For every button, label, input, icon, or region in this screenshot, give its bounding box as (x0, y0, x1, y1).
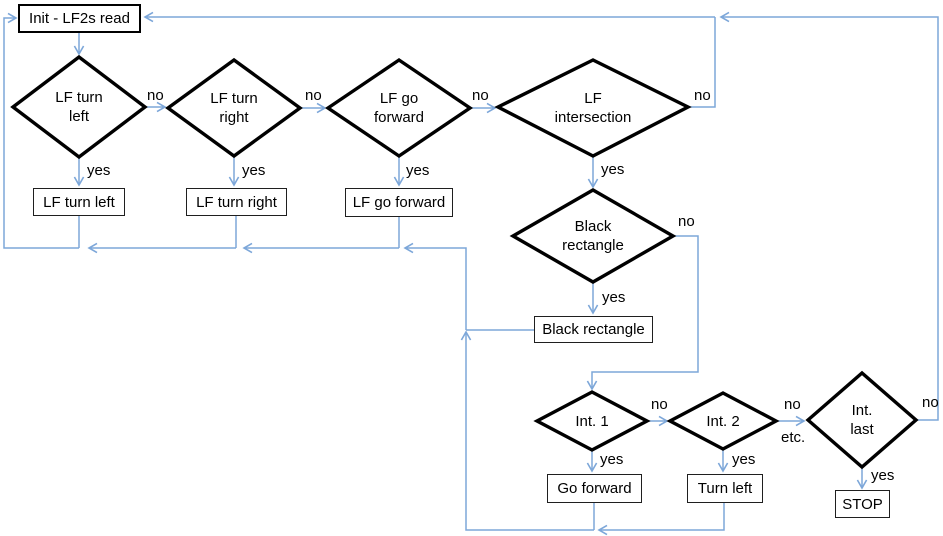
decision-lf-intersection-line1: LF (584, 90, 602, 107)
decision-lf-intersection-label: LF intersection (533, 89, 653, 127)
decision-lf-turn-left-label: LF turn left (19, 88, 139, 126)
decision-lf-go-forward (324, 57, 474, 159)
decision-lf-turn-right-line1: LF turn (210, 90, 258, 107)
action-black-rectangle-label: Black rectangle (542, 321, 645, 338)
decision-int-1-label: Int. 1 (542, 414, 642, 430)
decision-int-2 (666, 391, 780, 451)
edge-label-yes-int-2: yes (732, 451, 756, 468)
action-turn-left: Turn left (687, 474, 763, 503)
decision-lf-turn-left-line1: LF turn (55, 89, 103, 106)
action-go-forward: Go forward (547, 474, 642, 503)
action-lf-turn-left-label: LF turn left (43, 193, 115, 211)
edge-label-yes-lf-turn-right: yes (242, 162, 266, 179)
decision-lf-intersection-line2: intersection (554, 109, 632, 126)
action-lf-turn-right-label: LF turn right (196, 193, 277, 211)
decision-lf-go-forward-label: LF go forward (339, 89, 459, 127)
edge-left-return-to-init (3, 12, 79, 249)
edge-no-black-rectangle-to-int1 (586, 235, 699, 391)
decision-lf-turn-left (10, 54, 148, 160)
action-stop: STOP (835, 490, 890, 518)
action-lf-go-forward: LF go forward (345, 188, 453, 217)
decision-int-1-text: Int. 1 (575, 413, 609, 430)
decision-int-2-label: Int. 2 (673, 414, 773, 430)
decision-lf-go-forward-line2: forward (373, 109, 425, 126)
edge-label-no-int-2: no (784, 396, 801, 413)
decision-int-last-line2: last (850, 421, 874, 438)
edge-turn-left-action-out (597, 503, 725, 536)
decision-black-rectangle-label: Black rectangle (533, 217, 653, 255)
edge-label-yes-int-1: yes (600, 451, 624, 468)
decision-int-last-label: Int. last (812, 401, 912, 439)
action-go-forward-label: Go forward (557, 480, 632, 497)
decision-lf-intersection (494, 58, 692, 158)
action-turn-left-label: Turn left (697, 480, 753, 497)
edge-bottom-return-up (460, 330, 594, 531)
edge-label-yes-lf-intersection: yes (601, 161, 625, 178)
edge-label-no-black-rectangle: no (678, 213, 695, 230)
edge-label-no-int-last: no (922, 394, 939, 411)
decision-lf-turn-left-line2: left (68, 108, 89, 125)
decision-int-last (805, 370, 919, 470)
decision-lf-turn-right-label: LF turn right (174, 89, 294, 127)
edge-label-yes-int-last: yes (871, 467, 895, 484)
edge-no-int-last-return (719, 11, 939, 421)
edge-label-etc: etc. (781, 429, 806, 446)
edge-mid-return-left-1 (403, 242, 467, 330)
edge-label-no-lf-turn-right: no (305, 87, 322, 104)
action-black-rectangle: Black rectangle (534, 316, 653, 343)
action-stop-label: STOP (842, 495, 883, 513)
action-lf-turn-left: LF turn left (33, 188, 125, 216)
decision-int-1 (533, 390, 651, 452)
action-lf-go-forward-label: LF go forward (352, 194, 446, 211)
decision-int-last-line1: Int. (851, 402, 873, 419)
decision-lf-go-forward-line1: LF go (379, 90, 419, 107)
edge-label-no-lf-go-forward: no (472, 87, 489, 104)
decision-black-rectangle-line1: Black (574, 218, 612, 235)
edge-label-no-int-1: no (651, 396, 668, 413)
decision-lf-turn-right-line2: right (219, 109, 249, 126)
edge-label-yes-lf-turn-left: yes (87, 162, 111, 179)
decision-black-rectangle (509, 188, 677, 284)
edge-label-no-lf-turn-left: no (147, 87, 164, 104)
edge-label-yes-lf-go-forward: yes (406, 162, 430, 179)
edge-label-yes-black-rectangle: yes (602, 289, 626, 306)
decision-black-rectangle-line2: rectangle (562, 237, 624, 254)
node-init-label: Init - LF2s read (29, 10, 130, 27)
node-init: Init - LF2s read (18, 4, 141, 33)
decision-lf-turn-right (165, 57, 303, 159)
decision-int-2-text: Int. 2 (706, 413, 740, 430)
edge-label-no-lf-intersection: no (694, 87, 711, 104)
edge-no-lf-intersection-up (688, 17, 716, 108)
action-lf-turn-right: LF turn right (186, 188, 287, 216)
